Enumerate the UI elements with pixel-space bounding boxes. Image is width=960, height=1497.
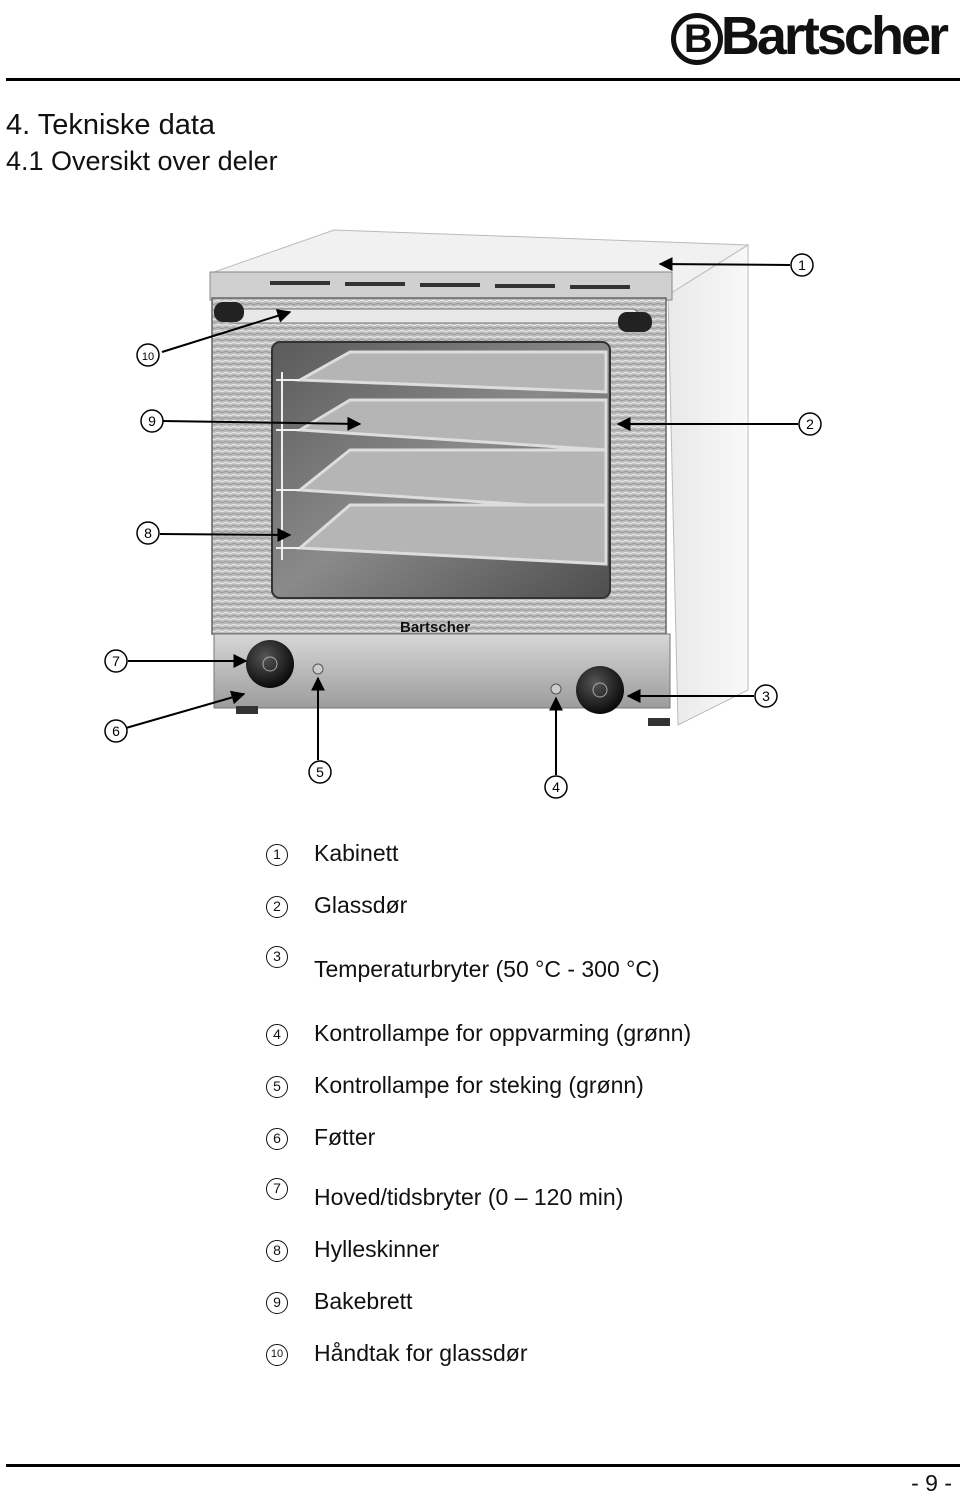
svg-text:6: 6 bbox=[112, 723, 120, 739]
timer-knob bbox=[246, 640, 294, 688]
subsection-title: 4.1 Oversikt over deler bbox=[6, 146, 278, 176]
svg-text:1: 1 bbox=[798, 257, 806, 273]
callout-4: 4 bbox=[544, 775, 568, 799]
legend-text: Kabinett bbox=[314, 840, 399, 866]
svg-text:5: 5 bbox=[316, 764, 324, 780]
legend-text: Hoved/tidsbryter (0 – 120 min) bbox=[314, 1184, 624, 1210]
legend-text: Kontrollampe for oppvarming (grønn) bbox=[314, 1020, 692, 1046]
legend-number: 1 bbox=[266, 844, 288, 866]
foot-right bbox=[648, 718, 670, 726]
legend-text: Bakebrett bbox=[314, 1288, 413, 1314]
legend-text: Temperaturbryter (50 °C - 300 °C) bbox=[314, 956, 660, 982]
svg-text:2: 2 bbox=[806, 416, 814, 432]
brand-logo-mark: B bbox=[670, 13, 723, 65]
legend-text: Håndtak for glassdør bbox=[314, 1340, 528, 1366]
section-title: 4. Tekniske data bbox=[6, 109, 216, 141]
svg-text:4: 4 bbox=[552, 779, 560, 795]
foot-left bbox=[236, 706, 258, 714]
legend-number: 2 bbox=[266, 896, 288, 918]
svg-text:9: 9 bbox=[148, 413, 156, 429]
callout-10: 10 bbox=[136, 343, 160, 367]
cabinet bbox=[209, 229, 750, 726]
legend-text: Føtter bbox=[314, 1124, 376, 1150]
control-panel bbox=[213, 633, 671, 726]
glass-door: Bartscher bbox=[211, 297, 667, 636]
legend-number: 8 bbox=[266, 1240, 288, 1262]
legend-number: 6 bbox=[266, 1128, 288, 1150]
legend-text: Glassdør bbox=[314, 892, 408, 918]
svg-text:8: 8 bbox=[144, 525, 152, 541]
top-vent-slots bbox=[270, 281, 630, 289]
callout-9: 9 bbox=[140, 409, 164, 433]
temperature-knob bbox=[576, 666, 624, 714]
legend-text: Hylleskinner bbox=[314, 1236, 440, 1262]
legend-number: 3 bbox=[266, 946, 288, 968]
callout-8: 8 bbox=[136, 521, 160, 545]
page-number: - 9 - bbox=[911, 1470, 952, 1496]
oven-diagram: Bartscher 1 10 9 2 8 7 bbox=[104, 229, 822, 799]
oven-logo: Bartscher bbox=[400, 619, 470, 636]
baking-indicator-lamp bbox=[312, 663, 324, 675]
svg-text:7: 7 bbox=[112, 653, 120, 669]
header-rule bbox=[6, 78, 960, 81]
baking-trays bbox=[294, 350, 608, 566]
legend-number: 9 bbox=[266, 1292, 288, 1314]
callout-7: 7 bbox=[104, 649, 128, 673]
callout-5: 5 bbox=[308, 760, 332, 784]
callout-6: 6 bbox=[104, 719, 128, 743]
callout-arrows bbox=[125, 257, 798, 775]
callout-3: 3 bbox=[754, 684, 778, 708]
heating-indicator-lamp bbox=[550, 683, 562, 695]
callout-labels: 1 10 9 2 8 7 3 6 5 4 bbox=[104, 253, 822, 799]
callout-2: 2 bbox=[798, 412, 822, 436]
legend-number: 5 bbox=[266, 1076, 288, 1098]
svg-text:10: 10 bbox=[142, 351, 154, 363]
legend-number: 4 bbox=[266, 1024, 288, 1046]
callout-1: 1 bbox=[790, 253, 814, 277]
legend-text: Kontrollampe for steking (grønn) bbox=[314, 1072, 644, 1098]
legend-number: 10 bbox=[266, 1344, 288, 1366]
legend-number: 7 bbox=[266, 1178, 288, 1200]
brand-logo-text: Bartscher bbox=[720, 6, 949, 66]
footer-rule bbox=[6, 1464, 960, 1467]
door-handle bbox=[214, 302, 652, 332]
svg-text:3: 3 bbox=[762, 688, 770, 704]
